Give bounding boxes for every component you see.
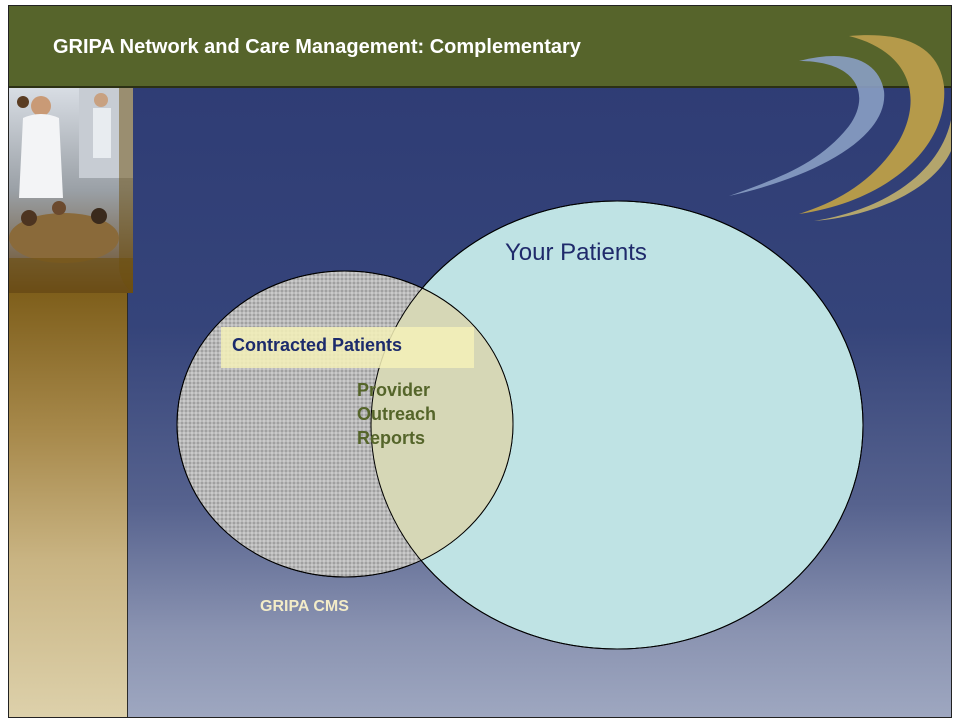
contracted-patients-label: Contracted Patients xyxy=(232,335,403,355)
your-patients-label: Your Patients xyxy=(505,239,647,266)
slide: GRIPA Network and Care Management: Compl… xyxy=(8,5,952,718)
overlap-label-line: Outreach xyxy=(357,404,437,424)
swoosh-decoration xyxy=(729,35,951,221)
overlap-label-line: Reports xyxy=(357,428,426,448)
title-bar: GRIPA Network and Care Management: Compl… xyxy=(9,6,951,88)
slide-title: GRIPA Network and Care Management: Compl… xyxy=(53,36,581,58)
medical-staff-photo xyxy=(9,88,133,293)
contracted-label-highlight xyxy=(221,327,474,368)
gripa-cms-label: GRIPA CMS xyxy=(260,598,349,615)
overlap-label-line: Provider xyxy=(357,380,431,400)
provider-outreach-reports-label: Provider Outreach Reports xyxy=(357,378,436,450)
venn-diagram xyxy=(176,35,951,650)
